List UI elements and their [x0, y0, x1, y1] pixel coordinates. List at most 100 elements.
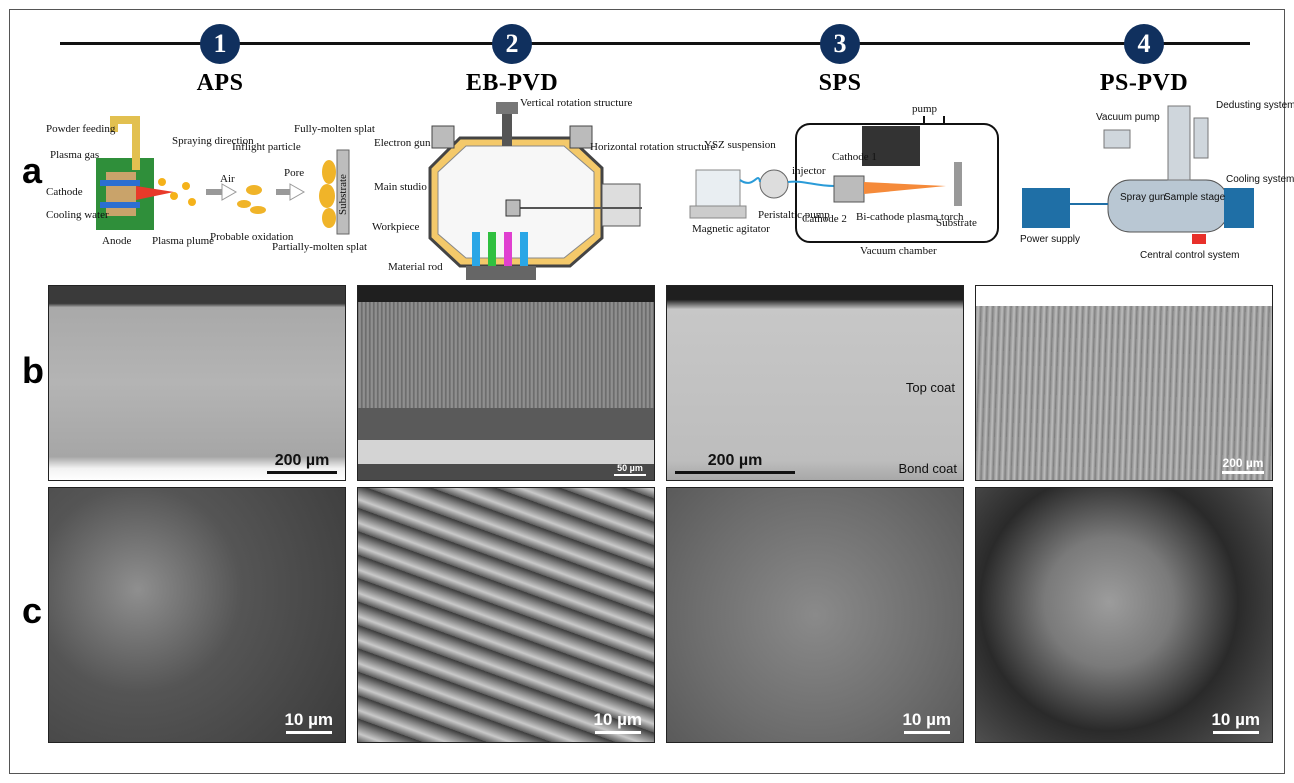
step-title: SPS	[818, 70, 862, 96]
ebpvd-surface-image: 10 µm	[357, 487, 655, 743]
workpiece-block	[505, 199, 521, 217]
arrow-head	[221, 183, 238, 201]
particle	[170, 192, 178, 200]
torch-photo	[862, 126, 920, 166]
vertical-rotation-label: Vertical rotation structure	[520, 97, 633, 109]
magnetic-agitator-label: Magnetic agitator	[692, 223, 770, 235]
magnetic-agitator-base	[689, 205, 747, 219]
central-control-label: Central control system	[1140, 250, 1239, 261]
step-title: APS	[196, 70, 244, 96]
anode-label: Anode	[102, 235, 131, 247]
row-label-b: b	[22, 350, 44, 391]
scale-bar-line	[903, 731, 950, 734]
scale-bar-label: 50 µm	[617, 463, 643, 473]
step-pspvd: 4 PS-PVD	[1084, 24, 1204, 97]
scale-bar: 200 µm	[675, 452, 795, 474]
material-rod	[472, 232, 480, 268]
power-supply-label: Power supply	[1020, 234, 1080, 245]
scale-bar-label: 200 µm	[707, 452, 763, 469]
cooling-water-label: Cooling water	[46, 209, 109, 221]
material-rod	[488, 232, 496, 268]
scale-bar: 10 µm	[284, 710, 333, 734]
spray-gun-label: Spray gun	[1120, 192, 1166, 203]
scale-bar: 10 µm	[593, 710, 642, 734]
dedusting-label: Dedusting system	[1216, 100, 1294, 111]
aps-cross-section-image: 200 µm	[48, 285, 346, 481]
feed-tube	[739, 177, 835, 187]
scale-bar-label: 10 µm	[284, 710, 333, 729]
scale-bar: 10 µm	[1211, 710, 1260, 734]
material-rod	[520, 232, 528, 268]
cooling-channel	[100, 202, 140, 208]
vacuum-tank	[1107, 179, 1229, 233]
step-number-badge: 3	[820, 24, 860, 64]
arrow-head	[289, 183, 306, 201]
cathode1-label: Cathode 1	[832, 151, 877, 163]
scale-bar-label: 200 µm	[1222, 456, 1264, 470]
substrate-block	[336, 149, 350, 235]
vacuum-pump-unit	[1103, 129, 1131, 149]
scale-bar-label: 200 µm	[274, 452, 330, 469]
filter-column	[1193, 117, 1209, 159]
step-title: EB-PVD	[465, 70, 559, 96]
inflight-particle	[237, 200, 251, 208]
scale-bar-line	[675, 471, 795, 474]
plasma-flame	[136, 186, 174, 200]
sps-surface-image: 10 µm	[666, 487, 964, 743]
top-white-band	[976, 286, 1272, 306]
vertical-shaft	[502, 110, 512, 146]
pspvd-cross-section-image: 200 µm	[975, 285, 1273, 481]
scale-bar-line	[1222, 471, 1264, 474]
rod-feeder	[466, 266, 536, 280]
probable-oxidation-label: Probable oxidation	[210, 231, 294, 243]
scale-bar-line	[285, 731, 332, 734]
step-sps: 3 SPS	[780, 24, 900, 97]
material-rod-label: Material rod	[388, 261, 443, 273]
step-number-badge: 4	[1124, 24, 1164, 64]
step-number-badge: 2	[492, 24, 532, 64]
peristaltic-pump-head	[759, 169, 789, 199]
powder-feeding-label: Powder feeding	[46, 123, 116, 135]
electron-gun-label: Electron gun	[374, 137, 431, 149]
aps-schematic: Substrate Powder feeding Plasma gas Cath…	[46, 116, 375, 253]
top-coat-label: Top coat	[905, 380, 955, 395]
torch-label: Bi-cathode plasma torch	[856, 211, 964, 223]
peristaltic-pump-label: Peristaltic pump	[758, 209, 830, 221]
splat	[319, 184, 335, 208]
inflight-particle	[246, 185, 262, 195]
inflight-particle	[250, 206, 266, 214]
cooling-label: Cooling system	[1226, 174, 1294, 185]
sample-stage-label: Sample stage	[1164, 192, 1226, 203]
sps-cross-section-image: Top coat Bond coat 200 µm	[666, 285, 964, 481]
row-label-a: a	[22, 150, 43, 191]
plasma-plume-label: Plasma plume	[152, 235, 214, 247]
substrate-label: Substrate	[337, 174, 349, 215]
step-aps: 1 APS	[160, 24, 280, 97]
gas-channel	[100, 180, 140, 186]
plasma-jet	[864, 182, 946, 194]
aps-surface-image: 10 µm	[48, 487, 346, 743]
pspvd-schematic: Vacuum pump Dedusting system Cooling sys…	[1020, 100, 1294, 261]
torch-body	[106, 172, 136, 216]
ebpvd-cross-section-image: 50 µm	[357, 285, 655, 481]
step-number-badge: 1	[200, 24, 240, 64]
scale-bar: 50 µm	[614, 463, 646, 476]
partially-molten-label: Partially-molten splat	[272, 241, 367, 253]
spraying-direction-label: Spraying direction	[172, 135, 254, 147]
scale-bar-label: 10 µm	[902, 710, 951, 729]
plasma-torch	[833, 175, 865, 203]
scale-bar: 200 µm	[267, 452, 337, 474]
electron-gun-left	[431, 125, 455, 149]
scale-bar-label: 10 µm	[593, 710, 642, 729]
pspvd-surface-image: 10 µm	[975, 487, 1273, 743]
scale-bar-line	[594, 731, 641, 734]
substrate-label: Substrate	[936, 217, 977, 229]
electron-gun-right	[569, 125, 593, 149]
scale-bar: 10 µm	[902, 710, 951, 734]
pore-label: Pore	[284, 167, 304, 179]
substrate-band	[358, 440, 654, 464]
vacuum-pump-label: Vacuum pump	[1096, 112, 1160, 123]
step-title: PS-PVD	[1099, 70, 1189, 96]
scale-bar-line	[614, 474, 646, 476]
horizontal-rotation-housing	[601, 183, 641, 227]
